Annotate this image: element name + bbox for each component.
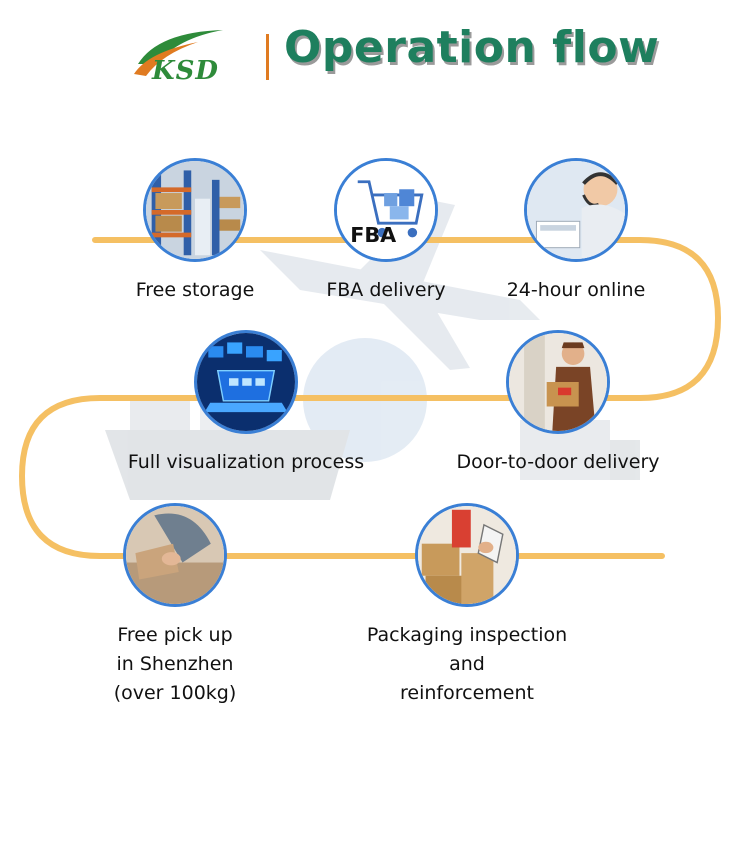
step-label: Door-to-door delivery [456, 451, 660, 473]
step-label: FBA delivery [326, 279, 446, 301]
step-24-hour-online: 24-hour online [456, 158, 696, 305]
logo-text: KSD [152, 56, 219, 86]
step-free-storage: Free storage [75, 158, 315, 305]
step-free-pick-up: Free pick up in Shenzhen (over 100kg) [55, 503, 295, 708]
flow-path-line [18, 237, 722, 559]
step-label: Full visualization process [127, 451, 365, 473]
step-label-line: Free pick up [117, 624, 233, 646]
header-divider [266, 34, 269, 80]
clipboard-boxes-icon [415, 503, 519, 607]
step-label: Free storage [135, 279, 255, 301]
step-label: 24-hour online [506, 279, 646, 301]
step-label-line: and [449, 653, 485, 675]
step-door-to-door: Door-to-door delivery [438, 330, 678, 477]
step-packaging-inspection: Packaging inspection and reinforcement [347, 503, 587, 708]
step-label: Packaging inspection and reinforcement [347, 621, 587, 708]
laptop-dashboard-icon [194, 330, 298, 434]
step-fba-delivery: FBA FBA delivery [266, 158, 506, 305]
logo-swoosh-icon [134, 30, 223, 76]
step-full-visualization: Full visualization process [126, 330, 366, 477]
step-label-line: Packaging inspection [366, 624, 568, 646]
courier-box-icon [506, 330, 610, 434]
page-title: Operation flow [284, 22, 660, 73]
shopping-cart-icon: FBA [334, 158, 438, 262]
header: KSD Operation flow [0, 0, 750, 100]
hands-boxes-icon [123, 503, 227, 607]
ksd-logo: KSD [128, 24, 240, 90]
step-label: Free pick up in Shenzhen (over 100kg) [55, 621, 295, 708]
step-label-line: in Shenzhen [116, 653, 234, 675]
step-label-line: (over 100kg) [113, 682, 237, 704]
headset-support-icon [524, 158, 628, 262]
warehouse-shelves-icon [143, 158, 247, 262]
fba-badge: FBA [350, 223, 396, 247]
step-label-line: reinforcement [400, 682, 534, 704]
